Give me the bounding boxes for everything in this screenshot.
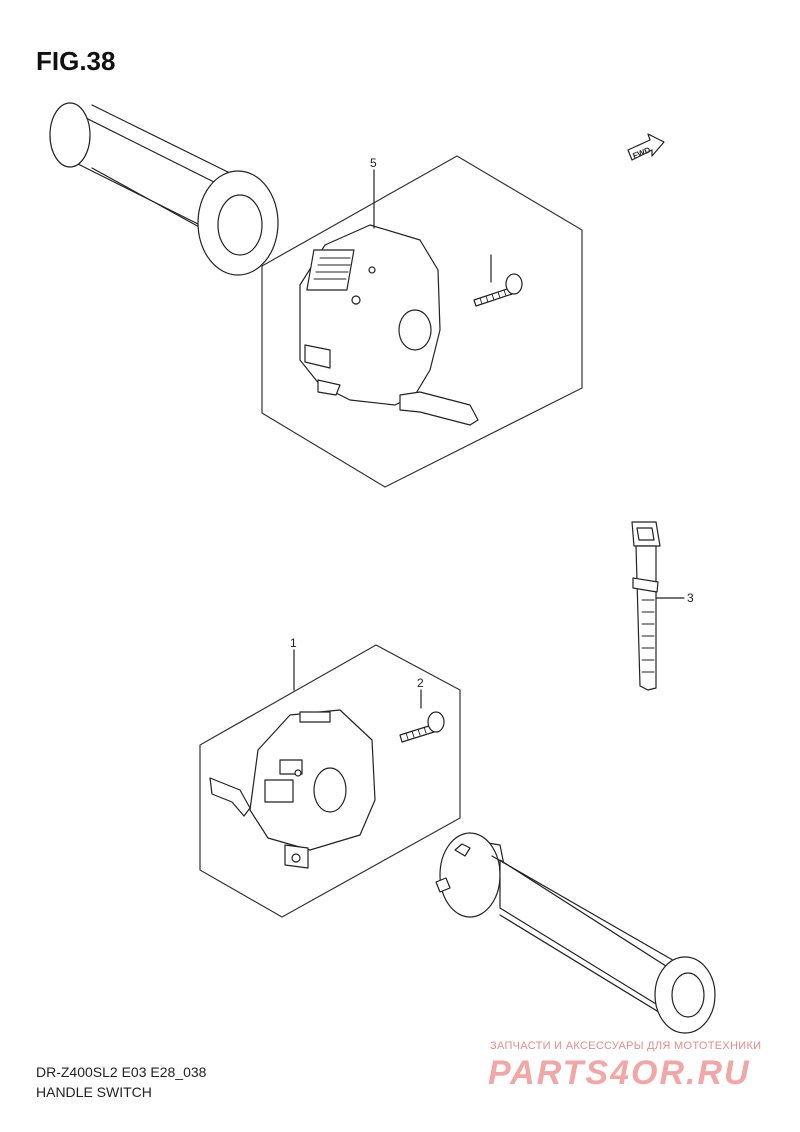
cable-tie <box>631 521 661 691</box>
right-switch-screw <box>473 273 523 307</box>
callout-number-1: 1 <box>290 636 297 650</box>
model-code: DR-Z400SL2 E03 E28_038 <box>36 1064 207 1080</box>
left-switch-screw <box>399 711 445 743</box>
group-frame-right-switch <box>261 155 583 488</box>
left-handle-switch <box>209 709 376 869</box>
watermark-tagline: ЗАПЧАСТИ И АКСЕССУАРЫ ДЛЯ МОТОТЕХНИКИ <box>490 1040 762 1052</box>
callout-number-4: 5 <box>370 156 377 170</box>
right-handle-switch <box>299 224 479 426</box>
lower-grip <box>435 832 716 1034</box>
figure-title: FIG.38 <box>36 46 116 76</box>
callout-number-2: 2 <box>417 676 424 690</box>
group-frame-left-switch <box>199 644 461 918</box>
section-name: HANDLE SWITCH <box>36 1084 152 1100</box>
upper-grip <box>49 102 279 276</box>
callout-number-3: 3 <box>687 591 694 605</box>
watermark-logo: PARTS4OR.RU <box>488 1054 751 1092</box>
forward-arrow-icon: FWD <box>627 133 665 161</box>
